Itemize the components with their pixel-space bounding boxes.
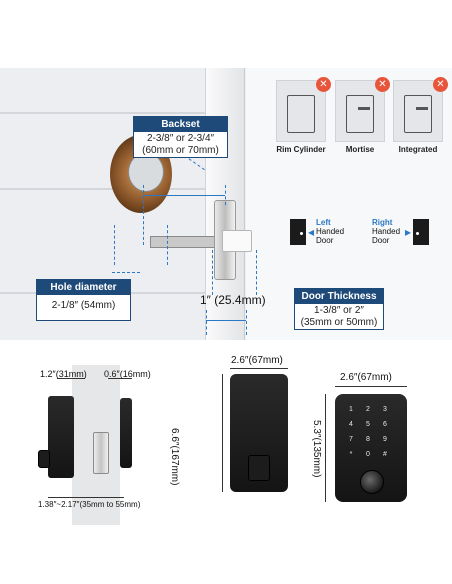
front-width: 2.6″(67mm)	[340, 372, 392, 383]
rim-cylinder-label: Rim Cylinder	[276, 145, 326, 154]
latch-extension	[256, 250, 257, 295]
key-2[interactable]: 2	[366, 406, 370, 413]
latch-measure: 1″ (25.4mm)	[200, 293, 266, 307]
key-1[interactable]: 1	[349, 406, 353, 413]
door-thickness-label: Door Thickness 1-3/8″ or 2″ (35mm or 50m…	[294, 288, 384, 330]
mortise-icon: ✕	[335, 77, 390, 142]
x-icon: ✕	[316, 77, 331, 92]
back-width: 2.6″(67mm)	[231, 355, 283, 366]
key-8[interactable]: 8	[366, 436, 370, 443]
front-height: 5.3″(135mm)	[311, 420, 322, 478]
key-star[interactable]: *	[349, 451, 353, 458]
door-panel-line	[0, 112, 205, 114]
backset-label: Backset 2-3/8″ or 2-3/4″ (60mm or 70mm)	[133, 116, 228, 158]
latch-body	[150, 236, 222, 248]
hole-diameter-label: Hole diameter 2-1/8″ (54mm)	[36, 279, 131, 321]
backset-dimension-line	[143, 195, 225, 196]
bore-hole-inner	[128, 152, 164, 192]
side-thumbturn	[38, 450, 50, 468]
key-hash[interactable]: #	[383, 451, 387, 458]
door-icon	[413, 218, 430, 245]
right-handed-line3: Door	[372, 236, 390, 245]
backset-line2: (60mm or 70mm)	[142, 145, 219, 156]
left-handed-line3: Door	[316, 236, 334, 245]
side-dim-left: 1.2″(31mm)	[40, 369, 87, 379]
door-icon	[290, 218, 306, 245]
latch-bolt	[222, 230, 252, 252]
key-7[interactable]: 7	[349, 436, 353, 443]
hole-extension	[167, 225, 168, 265]
x-icon: ✕	[433, 77, 448, 92]
dim-line	[230, 368, 288, 369]
hole-extension	[114, 225, 115, 265]
dim-line	[108, 378, 132, 379]
thumbturn	[248, 455, 270, 481]
keypad: 1 2 3 4 5 6 7 8 9 * 0 #	[345, 405, 391, 460]
right-handed-highlight: Right	[372, 218, 393, 227]
door-thickness-line1: 1-3/8″ or 2″	[314, 305, 364, 316]
door-thickness-line2: (35mm or 50mm)	[300, 317, 378, 328]
side-exterior-unit	[120, 398, 132, 468]
key-6[interactable]: 6	[383, 421, 387, 428]
backset-line1: 2-3/8″ or 2-3/4″	[146, 133, 215, 144]
dim-line	[325, 394, 326, 502]
side-dim-bottom: 1.38″~2.17″(35mm to 55mm)	[38, 500, 141, 509]
integrated-icon: ✕	[393, 77, 448, 142]
dim-line	[222, 374, 223, 492]
integrated-label: Integrated	[398, 145, 438, 154]
incompatible-rim-cylinder: ✕ Rim Cylinder	[274, 77, 331, 154]
x-icon: ✕	[375, 77, 390, 92]
door-panel-line	[0, 188, 205, 190]
key-9[interactable]: 9	[383, 436, 387, 443]
key-4[interactable]: 4	[349, 421, 353, 428]
hole-leader	[112, 272, 140, 273]
rim-cylinder-icon: ✕	[276, 77, 331, 142]
dim-line	[48, 497, 124, 498]
back-height: 6.6″(167mm)	[169, 428, 180, 486]
key-cylinder	[360, 470, 384, 494]
left-handed-line2: Handed	[316, 227, 345, 236]
thickness-extension	[206, 310, 207, 335]
hole-diameter-title: Hole diameter	[37, 280, 130, 295]
side-interior-unit	[48, 396, 74, 478]
thickness-dimension-line	[206, 320, 246, 321]
backset-extension	[225, 185, 226, 205]
left-handed-door: ◂ Left Handed Door	[290, 218, 344, 245]
dim-line	[57, 378, 85, 379]
key-0[interactable]: 0	[366, 451, 370, 458]
door-thickness-title: Door Thickness	[295, 289, 383, 304]
backset-extension	[143, 185, 144, 245]
thickness-extension	[246, 310, 247, 335]
side-dim-right: 0.6″(16mm)	[104, 369, 151, 379]
left-handed-highlight: Left	[316, 218, 331, 227]
incompatible-integrated: ✕ Integrated	[391, 77, 448, 154]
arrow-left-icon: ◂	[308, 224, 315, 239]
key-3[interactable]: 3	[383, 406, 387, 413]
right-handed-door: Right Handed Door ▸	[372, 218, 430, 245]
incompatible-mortise: ✕ Mortise	[333, 77, 390, 154]
mortise-label: Mortise	[345, 145, 375, 154]
dim-line	[335, 386, 407, 387]
key-5[interactable]: 5	[366, 421, 370, 428]
latch-extension	[212, 250, 213, 295]
right-handed-line2: Handed	[372, 227, 401, 236]
side-latch-plate	[93, 432, 109, 474]
backset-title: Backset	[134, 117, 227, 132]
hole-diameter-value: 2-1/8″ (54mm)	[51, 300, 116, 311]
arrow-right-icon: ▸	[405, 224, 412, 239]
